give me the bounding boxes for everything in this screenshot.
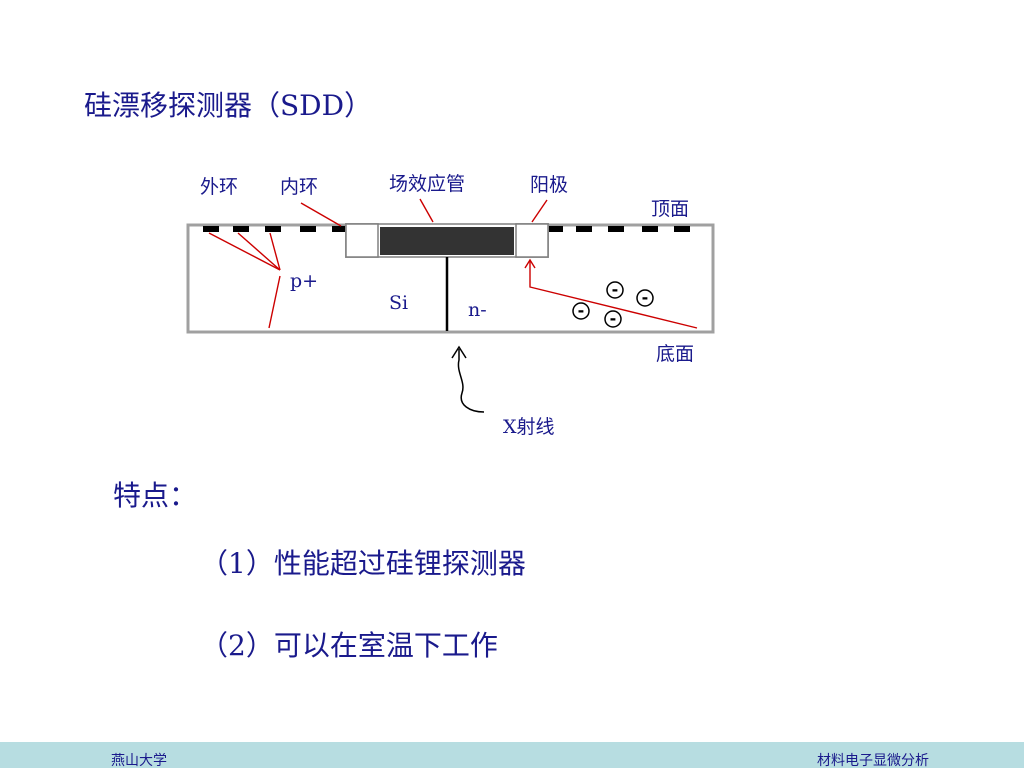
xray-arrowhead bbox=[451, 345, 467, 359]
bottom-leader-arrowhead bbox=[524, 258, 536, 269]
label-field-effect-tube: 场效应管 bbox=[389, 173, 465, 195]
ring-electrodes-right bbox=[547, 226, 690, 232]
electron-sign: - bbox=[578, 301, 585, 320]
label-n-minus: n- bbox=[468, 299, 487, 321]
xray-arrow bbox=[451, 345, 485, 413]
features-heading: 特点： bbox=[113, 479, 198, 512]
electron: - bbox=[636, 288, 654, 307]
label-si: Si bbox=[389, 292, 408, 314]
ring-electrode bbox=[265, 226, 281, 232]
ring-electrode bbox=[642, 226, 658, 232]
label-outer-ring: 外环 bbox=[200, 176, 238, 198]
electron-sign: - bbox=[610, 309, 617, 328]
electron: - bbox=[606, 280, 624, 299]
ring-electrode bbox=[608, 226, 624, 232]
leader-line bbox=[237, 232, 281, 271]
leader-line bbox=[268, 275, 281, 329]
leader-line bbox=[531, 199, 548, 223]
label-bottom-face: 底面 bbox=[656, 343, 694, 365]
leader-line bbox=[269, 232, 281, 271]
leader-line bbox=[419, 198, 434, 223]
ring-electrode bbox=[300, 226, 316, 232]
leader-lines bbox=[208, 198, 698, 329]
footer-left-text: 燕山大学 bbox=[111, 753, 167, 769]
fet-core bbox=[380, 227, 514, 255]
leader-line bbox=[208, 232, 281, 271]
label-xray: X射线 bbox=[503, 416, 555, 438]
electron: - bbox=[604, 309, 622, 328]
xray-path bbox=[457, 349, 485, 413]
fet-left-box bbox=[345, 223, 379, 258]
electron-sign: - bbox=[612, 280, 619, 299]
ring-electrode bbox=[547, 226, 563, 232]
feature-item: （1）性能超过硅锂探测器 bbox=[200, 547, 526, 580]
ring-electrodes-left bbox=[203, 226, 348, 232]
ring-electrode bbox=[203, 226, 219, 232]
electrons: - - - - bbox=[572, 280, 654, 328]
ring-electrode bbox=[332, 226, 348, 232]
label-p-plus: p+ bbox=[290, 270, 318, 292]
label-anode: 阳极 bbox=[530, 174, 568, 196]
ring-electrode bbox=[674, 226, 690, 232]
label-top-face: 顶面 bbox=[651, 198, 689, 220]
label-inner-ring: 内环 bbox=[280, 176, 318, 198]
ring-electrode bbox=[233, 226, 249, 232]
ring-electrode bbox=[576, 226, 592, 232]
fet-right-box bbox=[515, 223, 549, 258]
leader-line bbox=[300, 202, 342, 227]
electron-sign: - bbox=[642, 288, 649, 307]
electron: - bbox=[572, 301, 590, 320]
footer-bar bbox=[0, 742, 1024, 768]
feature-item: （2）可以在室温下工作 bbox=[200, 629, 498, 662]
slide-title: 硅漂移探测器（SDD） bbox=[84, 89, 373, 122]
footer-right-text: 材料电子显微分析 bbox=[817, 753, 929, 769]
bottom-leader bbox=[529, 261, 698, 329]
